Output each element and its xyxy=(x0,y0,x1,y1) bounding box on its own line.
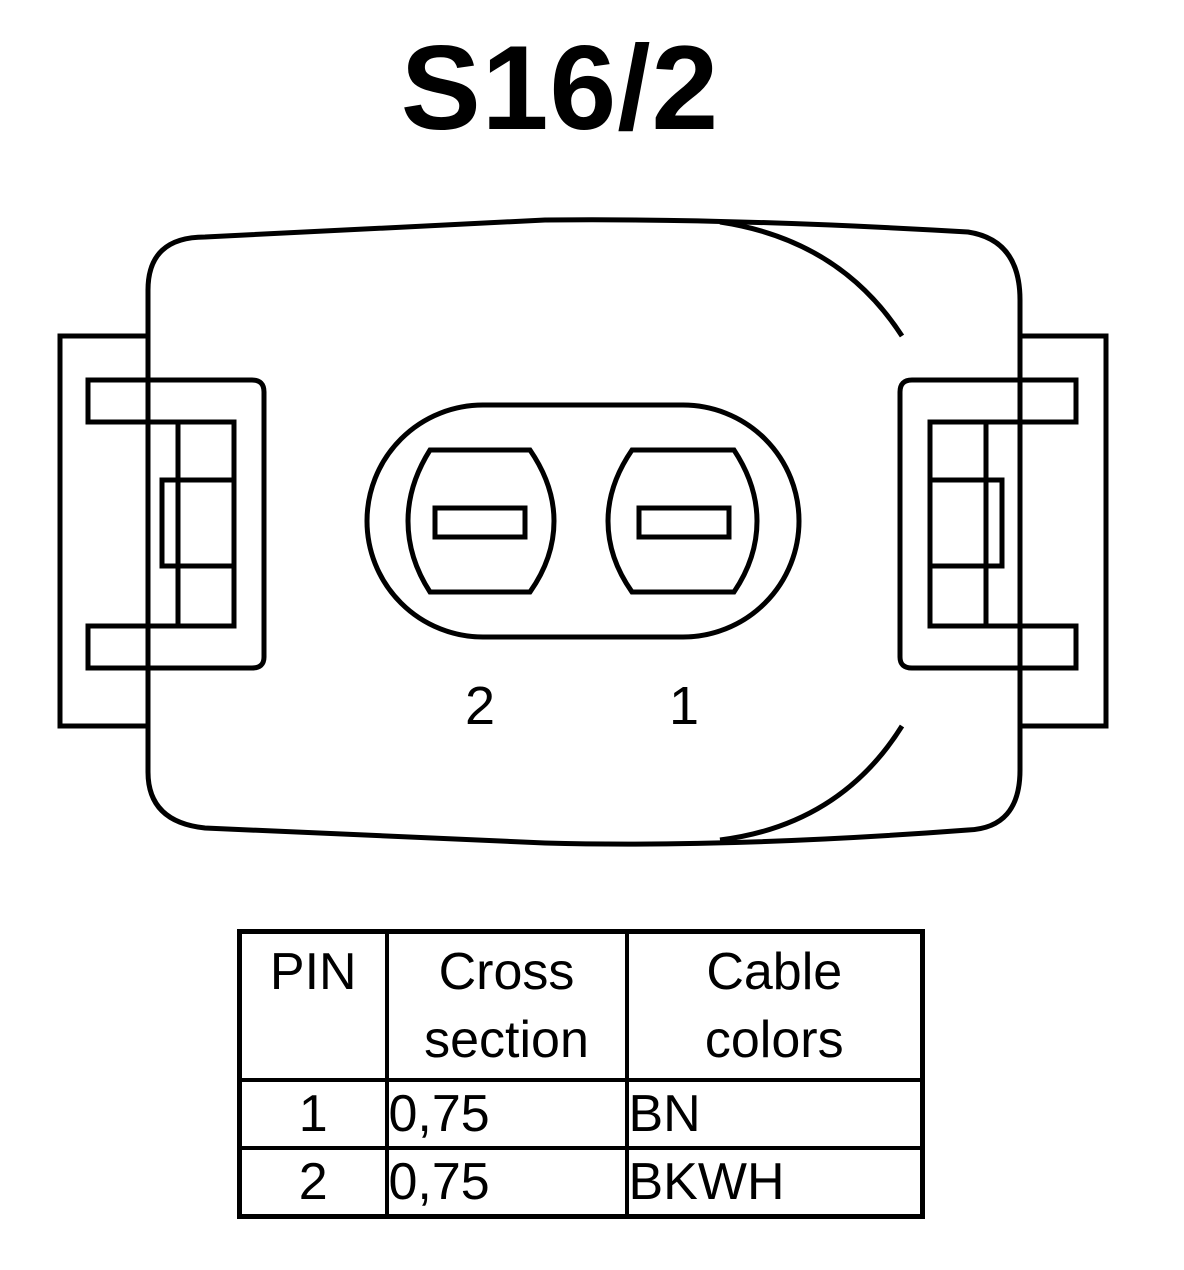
pin-label-1: 1 xyxy=(669,676,699,736)
pin-assignment-table: PIN Cross section Cable colors 1 0,75 BN… xyxy=(237,929,925,1219)
cell-pin: 2 xyxy=(237,1146,389,1219)
table-row: 1 0,75 BN xyxy=(237,1078,925,1151)
connector-diagram: 2 1 xyxy=(57,217,1109,847)
pin-2-terminal xyxy=(405,447,557,595)
cell-cross-section: 0,75 xyxy=(384,1078,629,1151)
cell-cable-color: BKWH xyxy=(624,1146,925,1219)
connector-title: S16/2 xyxy=(400,21,720,155)
cell-cross-section: 0,75 xyxy=(384,1146,629,1219)
housing-curve-top xyxy=(719,219,905,338)
left-latch xyxy=(57,333,267,729)
header-cable-colors: Cable colors xyxy=(624,929,925,1083)
housing-curve-bottom xyxy=(719,724,905,843)
header-pin: PIN xyxy=(237,929,389,1083)
cell-cable-color: BN xyxy=(624,1078,925,1151)
pin-label-2: 2 xyxy=(465,676,495,736)
table-row: 2 0,75 BKWH xyxy=(237,1146,925,1219)
table-header-row: PIN Cross section Cable colors xyxy=(237,929,925,1083)
pin-cavity xyxy=(364,402,802,640)
connector-housing xyxy=(145,217,1023,847)
cell-pin: 1 xyxy=(237,1078,389,1151)
right-latch xyxy=(897,333,1109,729)
header-cross-section: Cross section xyxy=(384,929,629,1083)
pin-1-terminal xyxy=(605,447,760,595)
